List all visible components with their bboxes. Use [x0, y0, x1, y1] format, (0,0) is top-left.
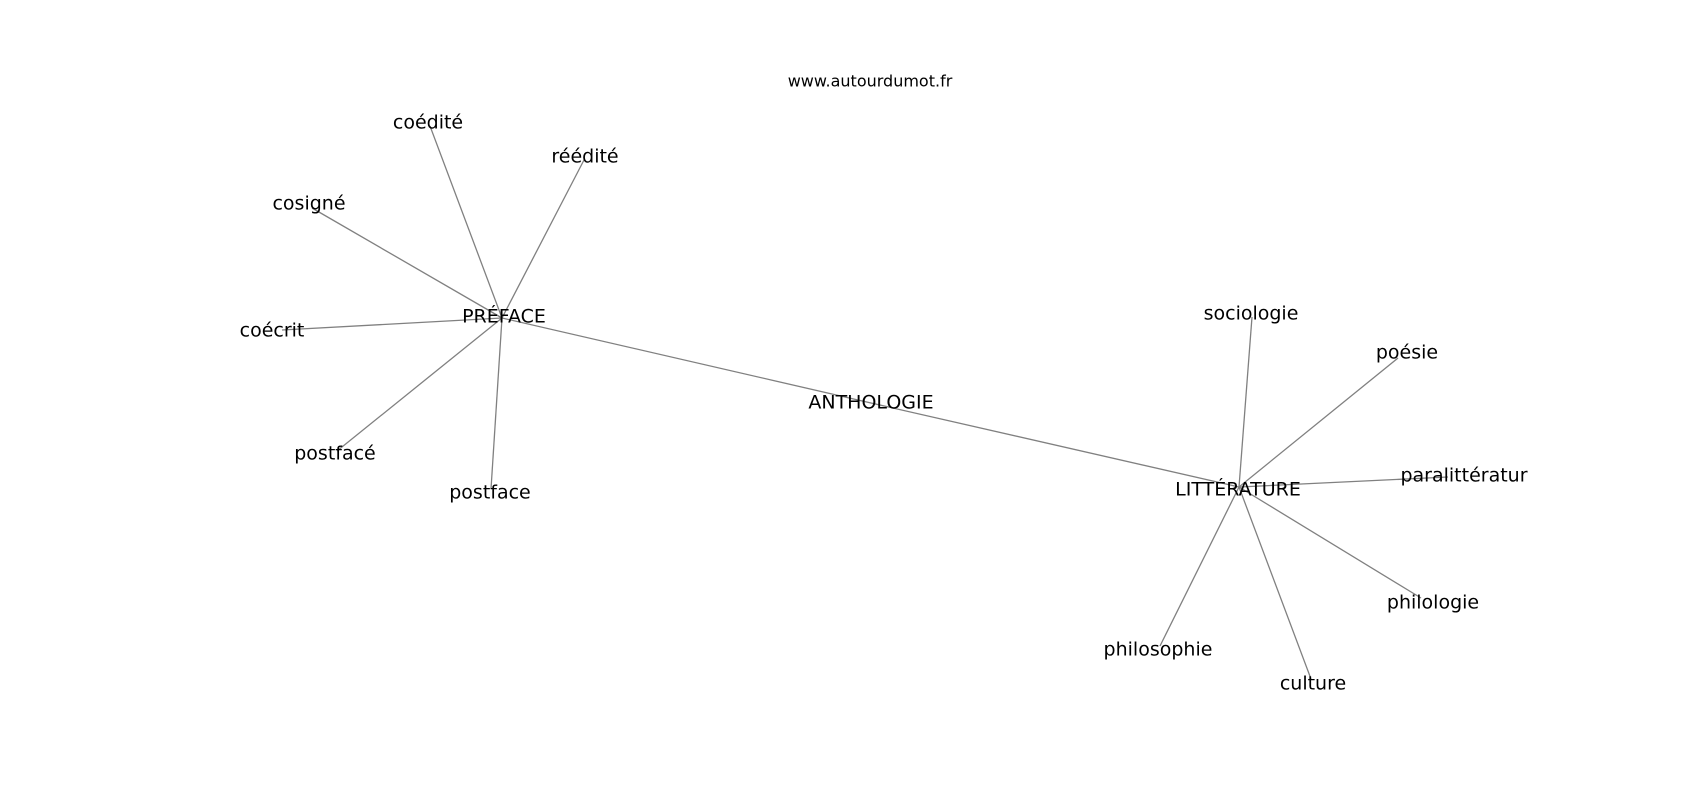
edge-litterature-culture [1238, 486, 1312, 680]
node-anthologie[interactable]: ANTHOLOGIE [808, 392, 933, 414]
edge-preface-postface [490, 317, 503, 490]
nodes-layer: ANTHOLOGIE PRÉFACE LITTÉRATURE coédité réédi… [240, 112, 1528, 695]
node-postface[interactable]: postface [449, 482, 531, 504]
site-watermark: www.autourdumot.fr [788, 72, 953, 91]
node-litterature[interactable]: LITTÉRATURE [1175, 478, 1301, 501]
edge-litterature-philologie [1238, 486, 1422, 599]
node-philologie[interactable]: philologie [1387, 592, 1479, 614]
edge-litterature-paralitterature [1238, 476, 1449, 488]
edge-preface-cosigne [311, 207, 503, 319]
node-cosigne[interactable]: cosigné [272, 193, 345, 215]
edge-preface-coecrit [281, 317, 503, 331]
node-paralitterature[interactable]: paralittératur [1400, 465, 1527, 487]
node-postface-adj[interactable]: postfacé [294, 443, 376, 465]
edge-anthologie-litterature [870, 402, 1240, 488]
edge-litterature-poesie [1238, 357, 1399, 488]
node-sociologie[interactable]: sociologie [1204, 303, 1299, 325]
node-coecrit[interactable]: coécrit [240, 320, 305, 342]
node-poesie[interactable]: poésie [1376, 342, 1438, 364]
node-philosophie[interactable]: philosophie [1104, 639, 1213, 661]
node-coedite[interactable]: coédité [393, 112, 463, 134]
edge-anthologie-preface [501, 317, 872, 404]
node-preface[interactable]: PRÉFACE [462, 305, 546, 328]
node-culture[interactable]: culture [1280, 673, 1346, 695]
edge-litterature-sociologie [1238, 316, 1253, 488]
edge-litterature-philosophie [1159, 486, 1240, 647]
edges-layer [281, 125, 1449, 680]
edge-preface-coedite [429, 125, 503, 319]
edge-preface-reedite [501, 159, 585, 319]
edge-preface-postface-adj [336, 317, 503, 452]
node-reedite[interactable]: réédité [551, 146, 618, 168]
